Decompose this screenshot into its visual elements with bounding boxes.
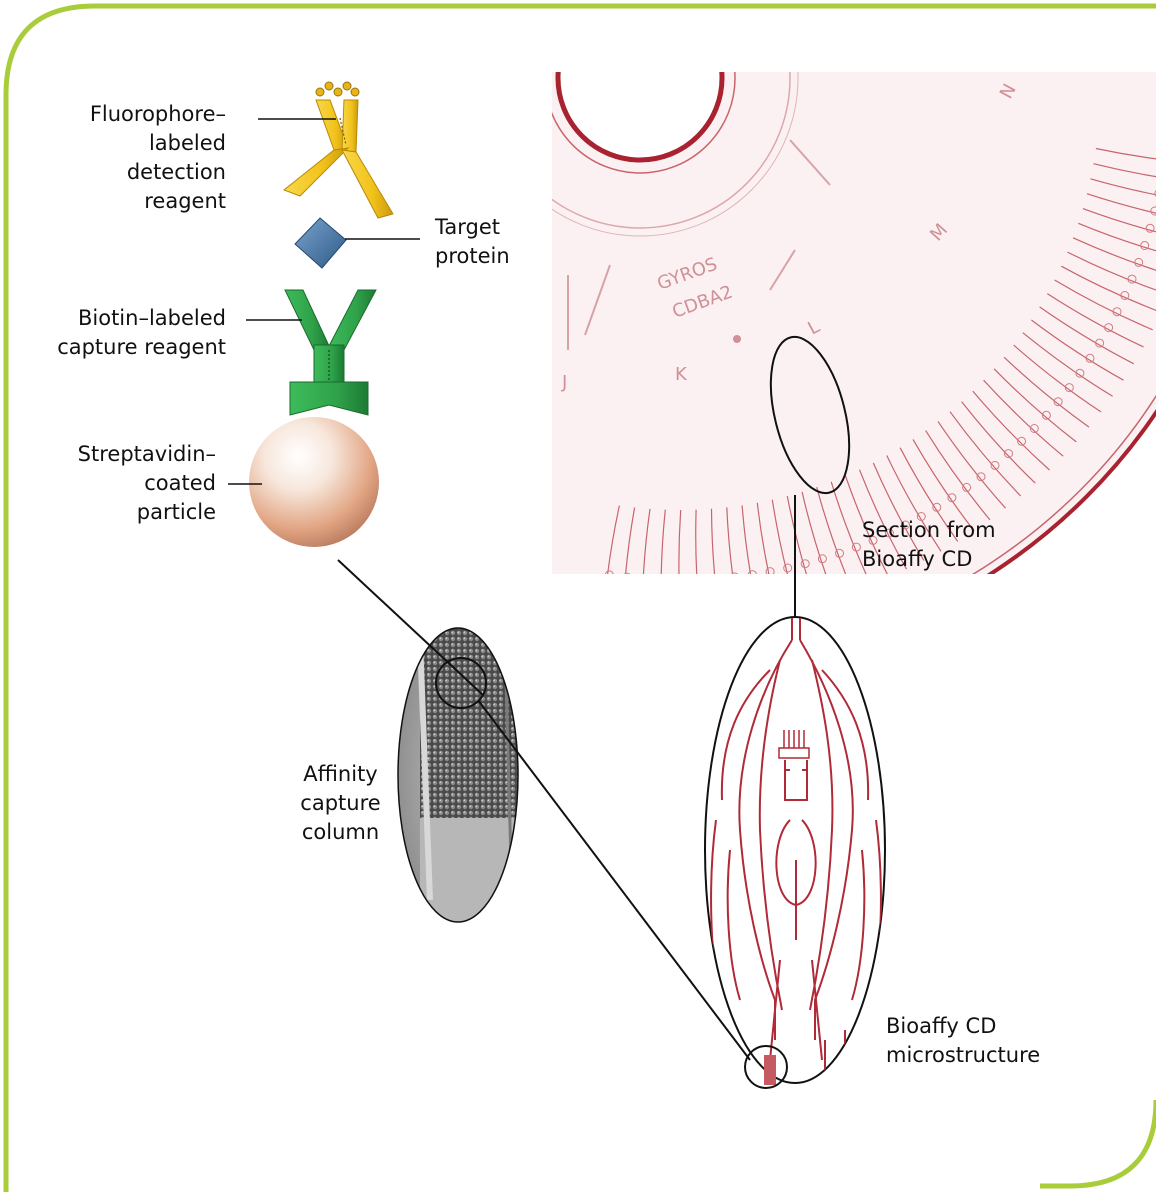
label-line: Streptavidin– — [78, 440, 216, 469]
cd-chamber — [731, 573, 739, 581]
label-line: Biotin–labeled — [57, 304, 226, 333]
label-line: capture — [288, 789, 393, 818]
label-line: coated — [78, 469, 216, 498]
column-micrograph — [398, 620, 520, 928]
label-line: detection — [90, 158, 226, 187]
target-protein-icon — [295, 218, 346, 268]
label-line: Bioaffy CD — [862, 545, 996, 574]
label-capture-reagent: Biotin–labeled capture reagent — [57, 304, 226, 362]
cd-chamber — [659, 576, 667, 584]
label-detection-reagent: Fluorophore– labeled detection reagent — [90, 100, 226, 216]
label-target-protein: Target protein — [435, 213, 510, 271]
cd-letter-j: J — [561, 372, 567, 393]
streptavidin-bead-icon — [249, 417, 379, 547]
microstructure-drawing — [705, 617, 885, 1088]
cd-chamber — [713, 575, 721, 583]
label-particle: Streptavidin– coated particle — [78, 440, 216, 527]
label-line: Bioaffy CD — [886, 1012, 1040, 1041]
cd-disc-photo: GYROS CDBA2 J K L M N — [105, 0, 1156, 665]
label-line: particle — [78, 498, 216, 527]
cd-chamber — [695, 576, 703, 584]
capture-antibody-icon — [285, 290, 376, 415]
label-cd-section: Section from Bioaffy CD — [862, 516, 996, 574]
label-line: Affinity — [288, 760, 393, 789]
cd-chamber — [677, 576, 685, 584]
cd-chamber — [641, 575, 649, 583]
antibody-icon — [284, 82, 393, 218]
label-line: Section from — [862, 516, 996, 545]
label-line: microstructure — [886, 1041, 1040, 1070]
label-microstructure: Bioaffy CD microstructure — [886, 1012, 1040, 1070]
cd-chamber — [623, 573, 631, 581]
cd-letter-k: K — [675, 364, 688, 385]
label-line: Fluorophore– — [90, 100, 226, 129]
label-line: Target — [435, 213, 510, 242]
label-line: capture reagent — [57, 333, 226, 362]
label-line: protein — [435, 242, 510, 271]
label-column: Affinity capture column — [288, 760, 393, 847]
label-line: reagent — [90, 187, 226, 216]
label-line: column — [288, 818, 393, 847]
label-line: labeled — [90, 129, 226, 158]
